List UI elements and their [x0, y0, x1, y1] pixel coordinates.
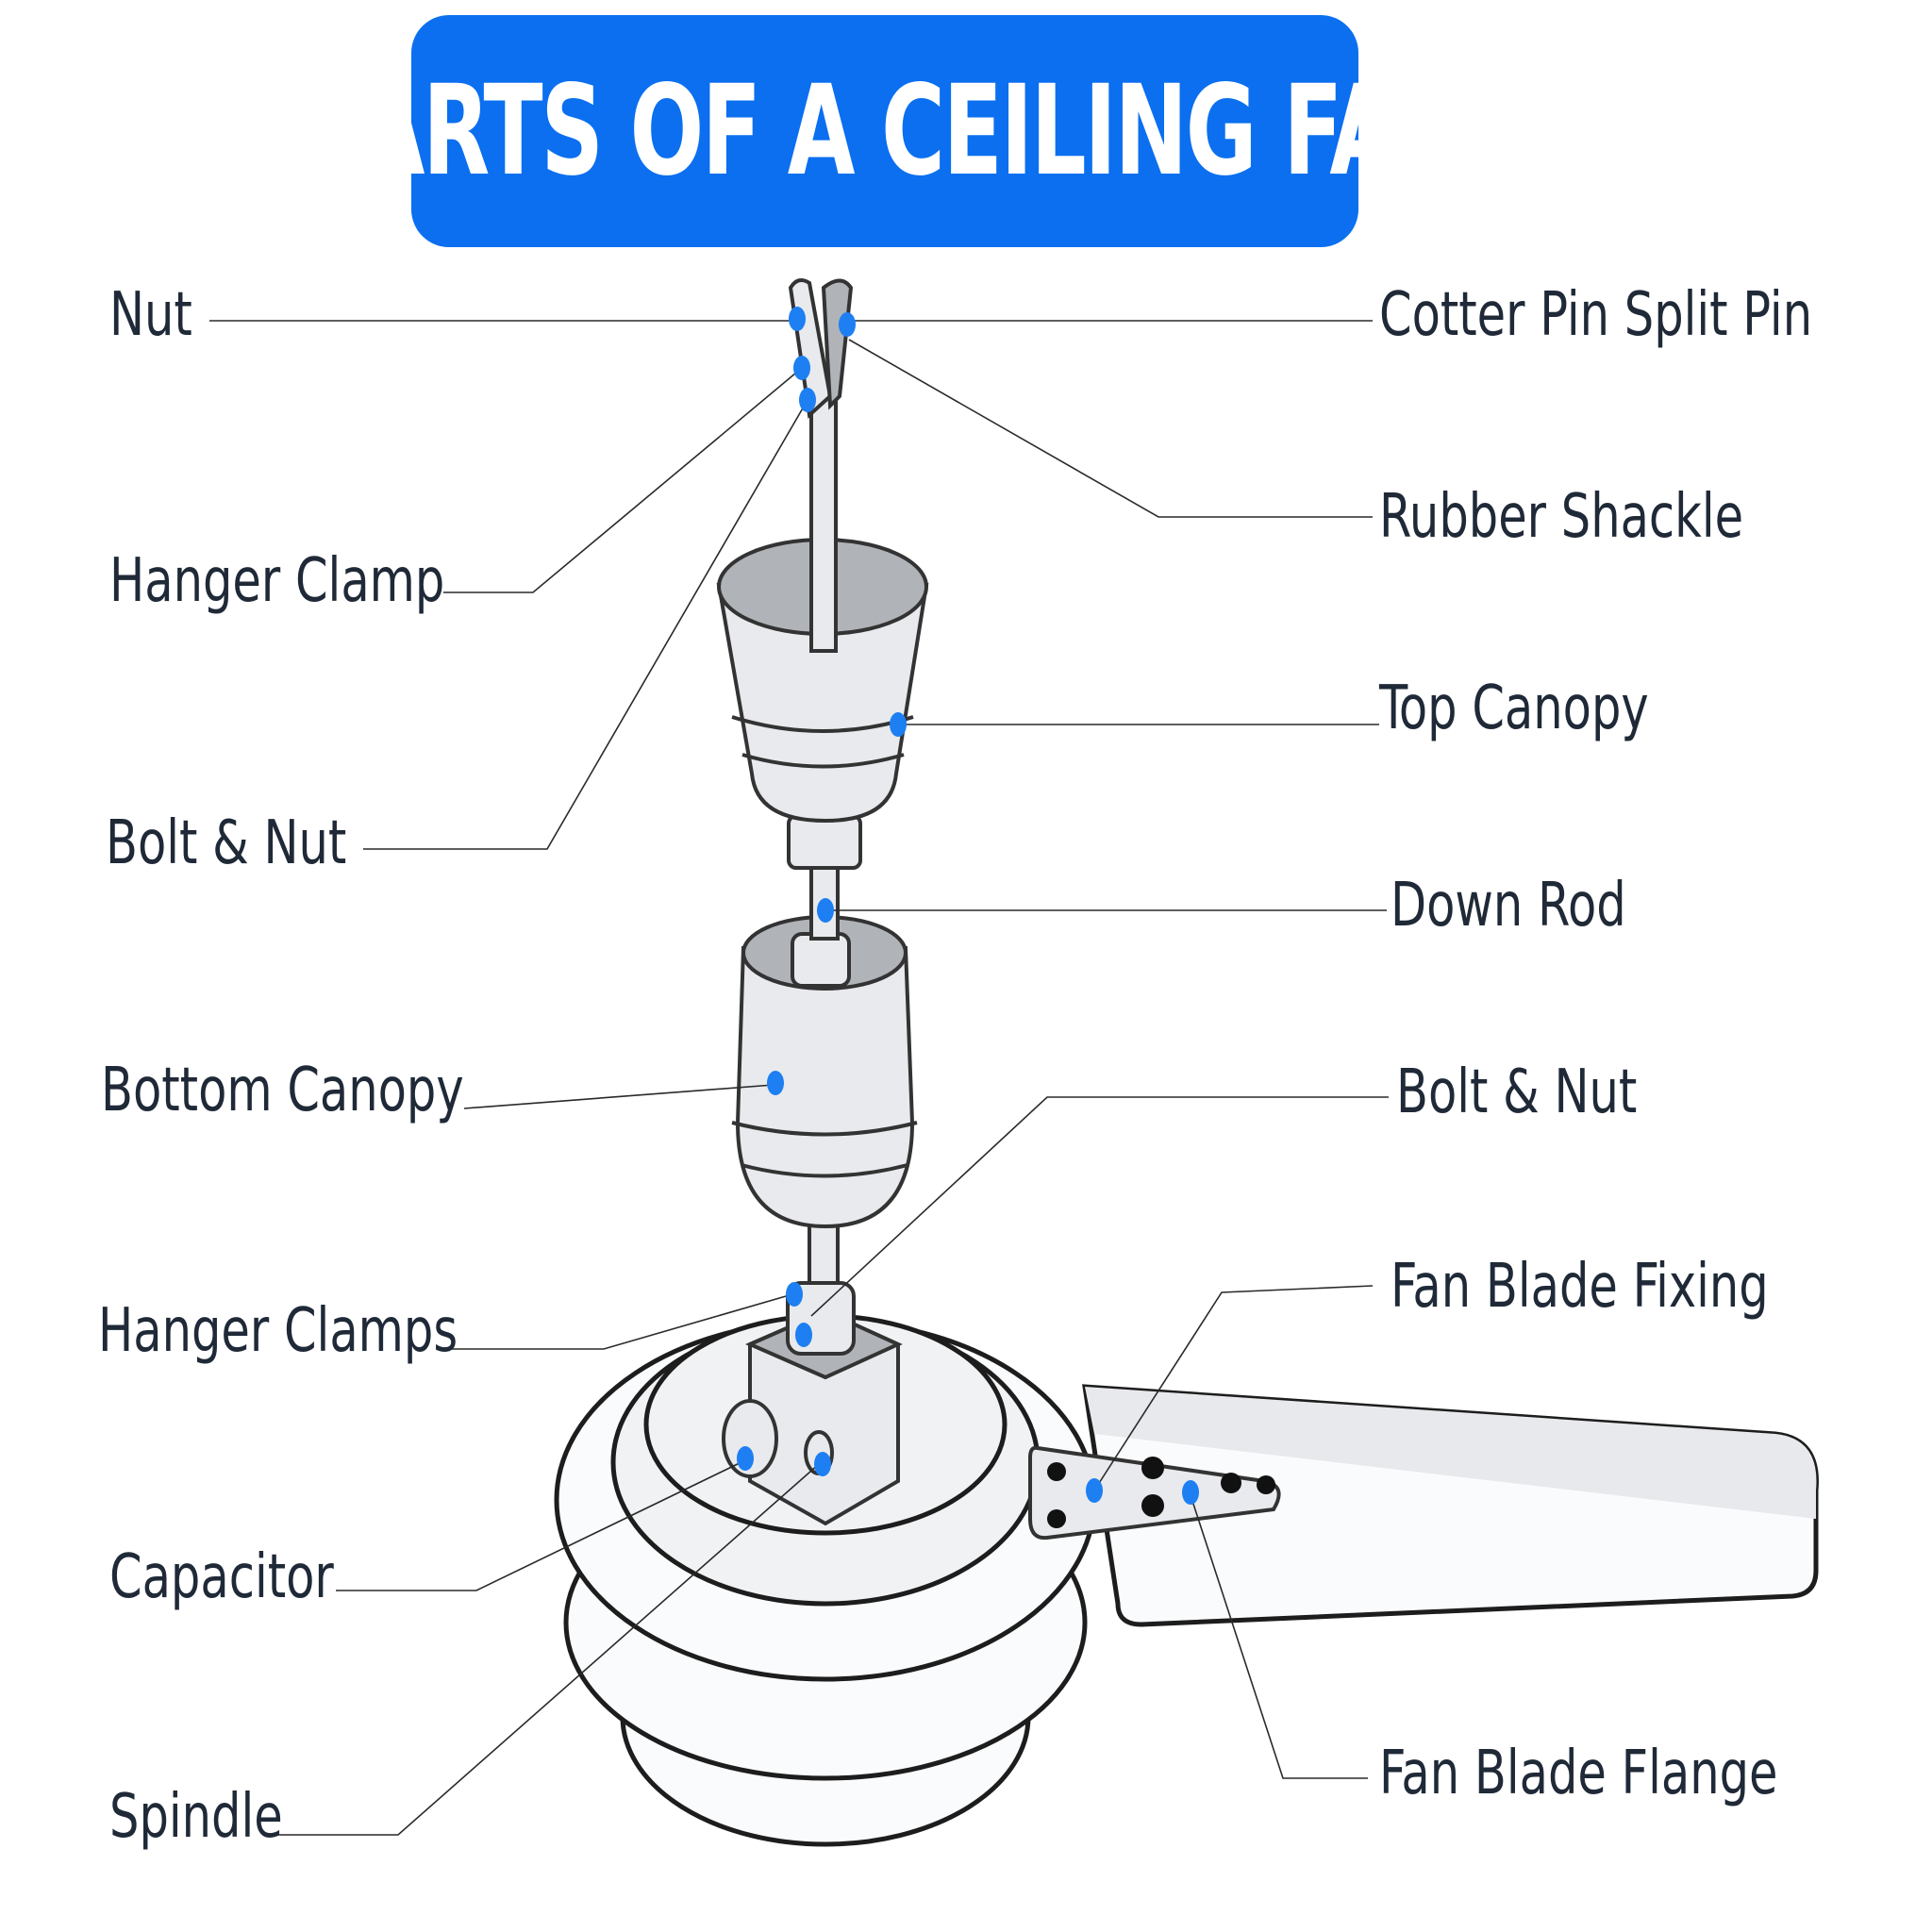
title-banner: PARTS OF A CEILING FAN: [304, 15, 1468, 247]
leader-lines: [209, 320, 1389, 1836]
marker-dot: [789, 307, 806, 331]
bottom-canopy: [731, 915, 918, 1229]
label-cotter-pin: Cotter Pin Split Pin: [1379, 280, 1813, 350]
marker-dot: [786, 1282, 803, 1307]
label-spindle: Spindle: [109, 1782, 283, 1852]
marker-dot: [1086, 1478, 1103, 1503]
label-bottom-canopy: Bottom Canopy: [101, 1056, 464, 1125]
top-canopy: [716, 538, 929, 824]
marker-dot: [737, 1446, 754, 1471]
label-top-canopy: Top Canopy: [1379, 674, 1649, 743]
label-hanger-clamp: Hanger Clamp: [109, 546, 445, 616]
marker-dot: [793, 356, 810, 380]
label-bolt-nut-right: Bolt & Nut: [1396, 1058, 1638, 1127]
marker-dot: [890, 712, 907, 737]
label-bolt-nut-left: Bolt & Nut: [106, 808, 347, 878]
blade-bracket: [1028, 1445, 1281, 1541]
marker-dot: [817, 898, 834, 923]
marker-dot: [799, 388, 816, 412]
marker-dot: [795, 1323, 812, 1347]
label-capacitor: Capacitor: [109, 1542, 334, 1612]
marker-dots: [737, 307, 1199, 1505]
label-down-rod: Down Rod: [1391, 871, 1626, 941]
marker-dot: [1182, 1480, 1199, 1505]
lower-rod: [786, 1215, 856, 1356]
marker-dot: [767, 1071, 784, 1095]
top-rod-shackle: [788, 277, 854, 653]
marker-dot: [814, 1452, 831, 1476]
page-title: PARTS OF A CEILING FAN: [304, 58, 1468, 204]
label-hanger-clamps: Hanger Clamps: [98, 1296, 458, 1366]
label-nut: Nut: [109, 280, 192, 350]
label-fan-blade-flange: Fan Blade Flange: [1379, 1739, 1778, 1808]
label-rubber-shackle: Rubber Shackle: [1379, 482, 1744, 552]
fan-blade: [1082, 1384, 1819, 1627]
label-fan-blade-fixing: Fan Blade Fixing: [1391, 1252, 1769, 1322]
marker-dot: [839, 312, 856, 337]
